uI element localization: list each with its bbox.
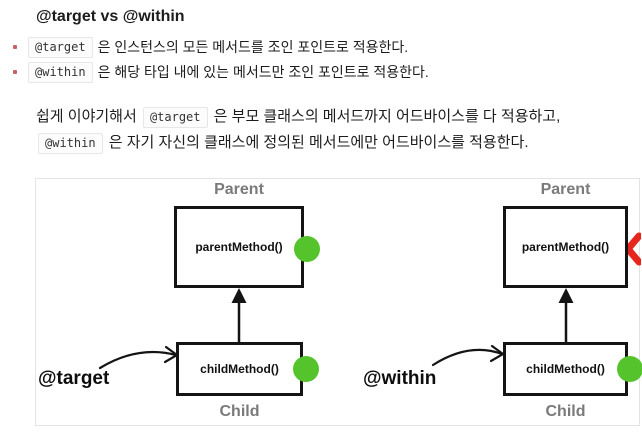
- child-class-title: Child: [219, 403, 260, 420]
- bullet-text: 은 해당 타입 내에 있는 메서드만 조인 포인트로 적용한다.: [97, 64, 429, 80]
- parent-method-label: parentMethod(): [195, 240, 283, 254]
- bullet-item: @within 은 해당 타입 내에 있는 메서드만 조인 포인트로 적용한다.: [0, 60, 642, 85]
- child-class-title: Child: [545, 403, 586, 420]
- within-annotation-label: @within: [363, 368, 437, 389]
- parent-class-box: parentMethod(): [174, 206, 304, 288]
- annotation-arrow-icon: [98, 345, 180, 370]
- annotation-arrow-icon: [431, 344, 506, 367]
- paragraph-text: 쉽게 이야기해서: [36, 108, 141, 125]
- parent-class-box: parentMethod(): [503, 206, 628, 288]
- inline-code: @within: [38, 133, 103, 154]
- bullet-text: 은 인스턴스의 모든 메서드를 조인 포인트로 적용한다.: [97, 39, 409, 55]
- join-point-applied-icon: [294, 236, 320, 262]
- bullet-list: @target 은 인스턴스의 모든 메서드를 조인 포인트로 적용한다. @w…: [0, 35, 642, 85]
- child-method-label: childMethod(): [526, 362, 605, 376]
- uml-diagram: Parent parentMethod() childMethod() Chil…: [35, 178, 642, 426]
- child-class-box: childMethod(): [176, 342, 303, 396]
- parent-method-label: parentMethod(): [521, 240, 610, 254]
- join-point-applied-icon: [293, 356, 319, 382]
- inline-code: @target: [28, 37, 93, 58]
- paragraph-text: 은 부모 클래스의 메서드까지 어드바이스를 다 적용하고,: [209, 108, 561, 125]
- inline-code: @within: [28, 62, 93, 83]
- bullet-marker-icon: [13, 45, 17, 49]
- inheritance-arrow-icon: [231, 288, 247, 342]
- child-class-box: childMethod(): [503, 342, 628, 396]
- bullet-marker-icon: [13, 70, 17, 74]
- summary-paragraph: 쉽게 이야기해서 @target 은 부모 클래스의 메서드까지 어드바이스를 …: [36, 104, 616, 156]
- child-method-label: childMethod(): [200, 362, 279, 376]
- join-point-applied-icon: [617, 356, 642, 382]
- page-title: @target vs @within: [36, 8, 185, 25]
- parent-class-title: Parent: [214, 181, 264, 198]
- inline-code: @target: [142, 107, 208, 128]
- target-annotation-label: @target: [38, 368, 110, 389]
- inheritance-arrow-icon: [558, 288, 574, 342]
- bullet-item: @target 은 인스턴스의 모든 메서드를 조인 포인트로 적용한다.: [0, 35, 642, 60]
- paragraph-text: 은 자기 자신의 클래스에 정의된 메서드에만 어드바이스를 적용한다.: [104, 134, 529, 151]
- parent-class-title: Parent: [540, 181, 591, 198]
